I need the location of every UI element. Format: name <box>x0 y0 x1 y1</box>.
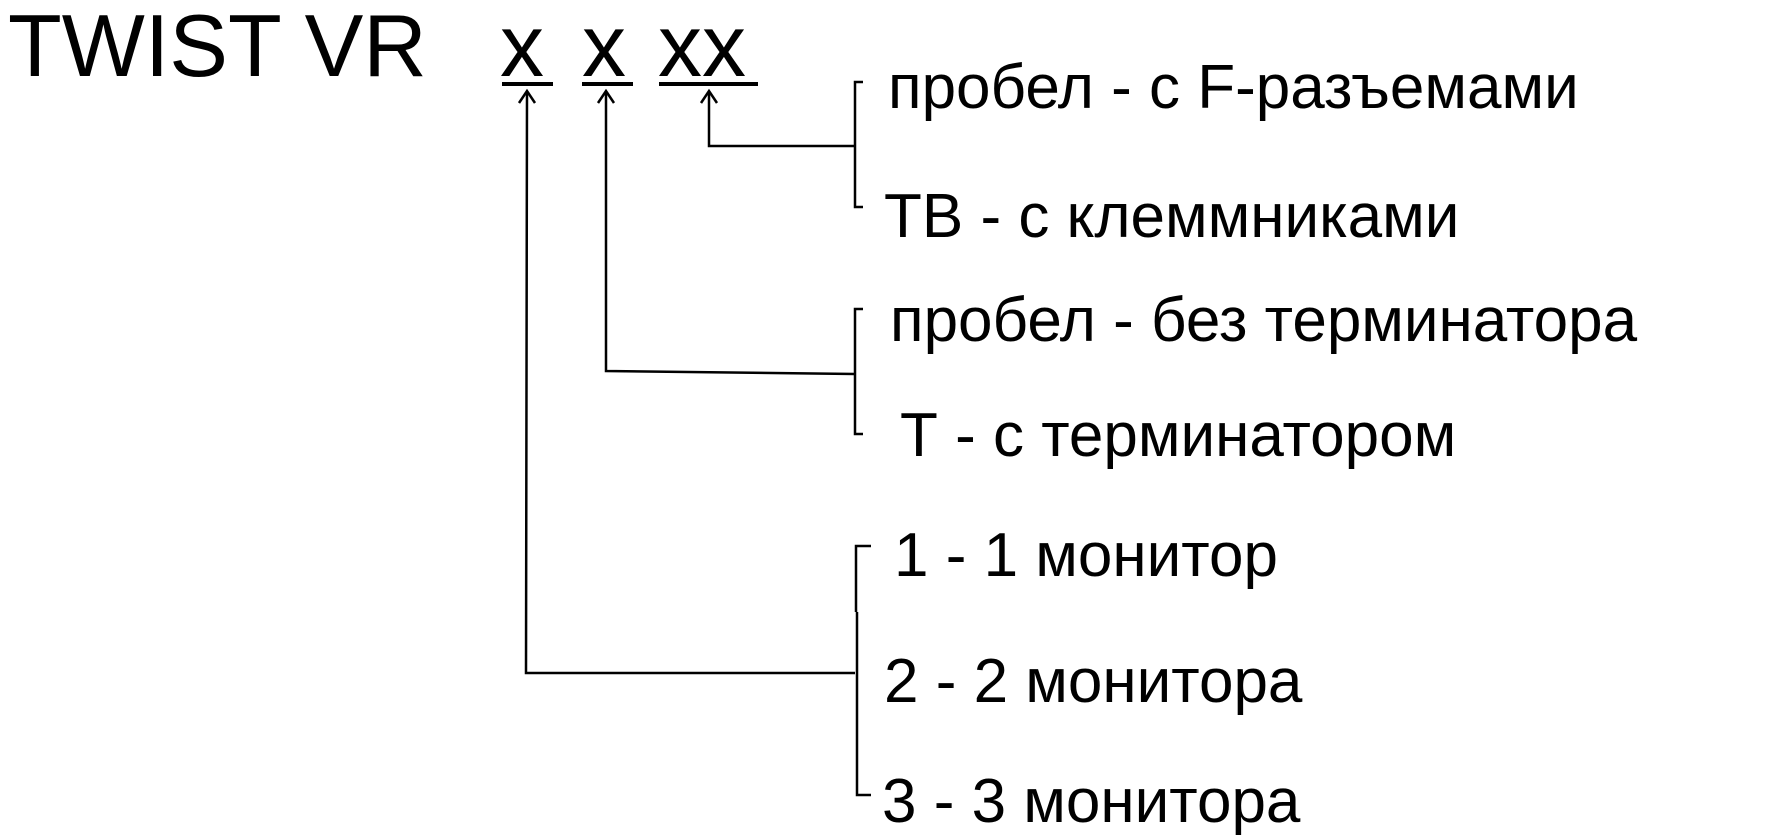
option-terminator-space: пробел - без терминатора <box>890 286 1638 355</box>
code-slot-monitors: x <box>500 0 544 95</box>
option-monitors-3: 3 - 3 монитора <box>882 767 1301 836</box>
option-monitors-2: 2 - 2 монитора <box>884 647 1303 716</box>
code-slot-connectors: xx <box>658 0 746 95</box>
terminator-connector <box>596 88 863 436</box>
terminator-bracket <box>853 307 863 436</box>
connectors-arrowhead <box>699 88 719 104</box>
option-terminator-t: Т - с терминатором <box>900 401 1456 470</box>
option-monitors-1: 1 - 1 монитор <box>894 521 1278 590</box>
monitors-leader-line <box>524 90 855 675</box>
code-slot-terminator: x <box>582 0 626 95</box>
terminator-leader-line <box>604 91 856 376</box>
connectors-connector <box>699 80 863 209</box>
monitors-connector <box>517 88 871 797</box>
monitors-bracket <box>854 544 871 797</box>
connectors-leader-line <box>707 91 855 148</box>
terminator-arrowhead <box>596 88 616 104</box>
option-connectors-tb: ТВ - с клеммниками <box>884 182 1459 251</box>
option-connectors-space: пробел - с F-разъемами <box>888 53 1579 122</box>
code-prefix: TWIST VR <box>8 0 427 95</box>
monitors-arrowhead <box>517 88 537 104</box>
connectors-bracket <box>853 80 863 209</box>
